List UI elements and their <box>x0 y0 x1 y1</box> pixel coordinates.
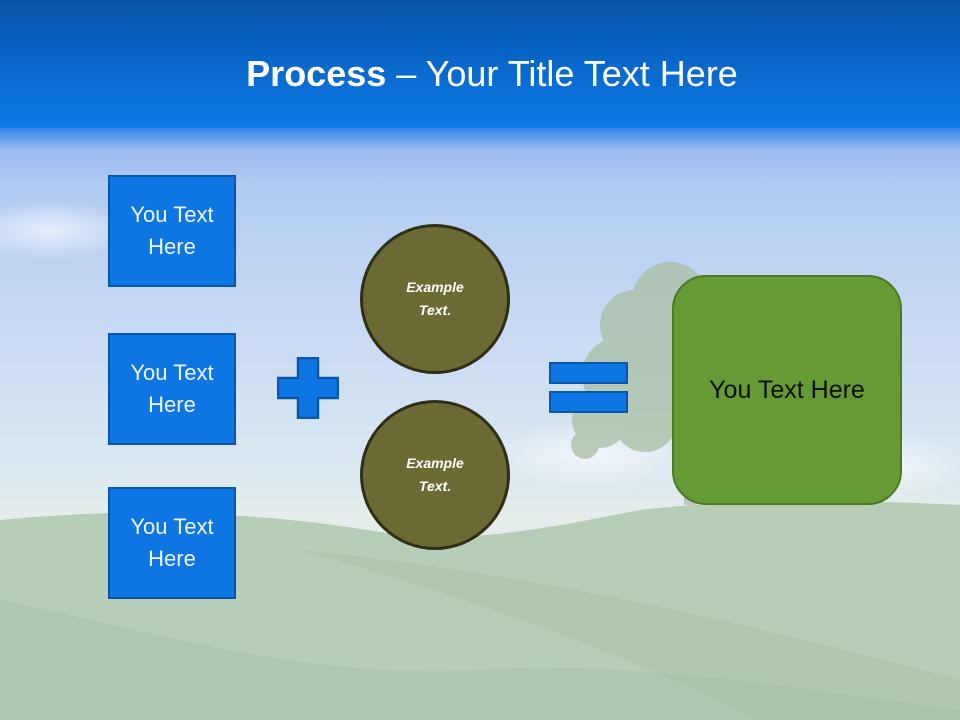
input-box-2[interactable]: You Text Here <box>108 333 236 445</box>
plus-icon <box>277 357 339 419</box>
result-label: You Text Here <box>709 375 865 404</box>
input-box-3[interactable]: You Text Here <box>108 487 236 599</box>
input-box-1[interactable]: You Text Here <box>108 175 236 287</box>
example-circle-1[interactable]: Example Text. <box>360 224 510 374</box>
input-box-label: You Text Here <box>130 202 214 259</box>
title-rest: – Your Title Text Here <box>386 53 738 94</box>
result-box[interactable]: You Text Here <box>672 275 902 505</box>
equals-icon-top-bar <box>549 362 628 384</box>
circle-label: Example Text. <box>406 455 464 494</box>
page-title: Process – Your Title Text Here <box>0 52 960 96</box>
title-bold-part: Process <box>246 53 387 94</box>
title-banner <box>0 0 960 128</box>
input-box-label: You Text Here <box>130 360 214 417</box>
circle-label: Example Text. <box>406 279 464 318</box>
equals-icon-bottom-bar <box>549 391 628 413</box>
input-box-label: You Text Here <box>130 514 214 571</box>
hills-background-image <box>0 501 960 720</box>
example-circle-2[interactable]: Example Text. <box>360 400 510 550</box>
